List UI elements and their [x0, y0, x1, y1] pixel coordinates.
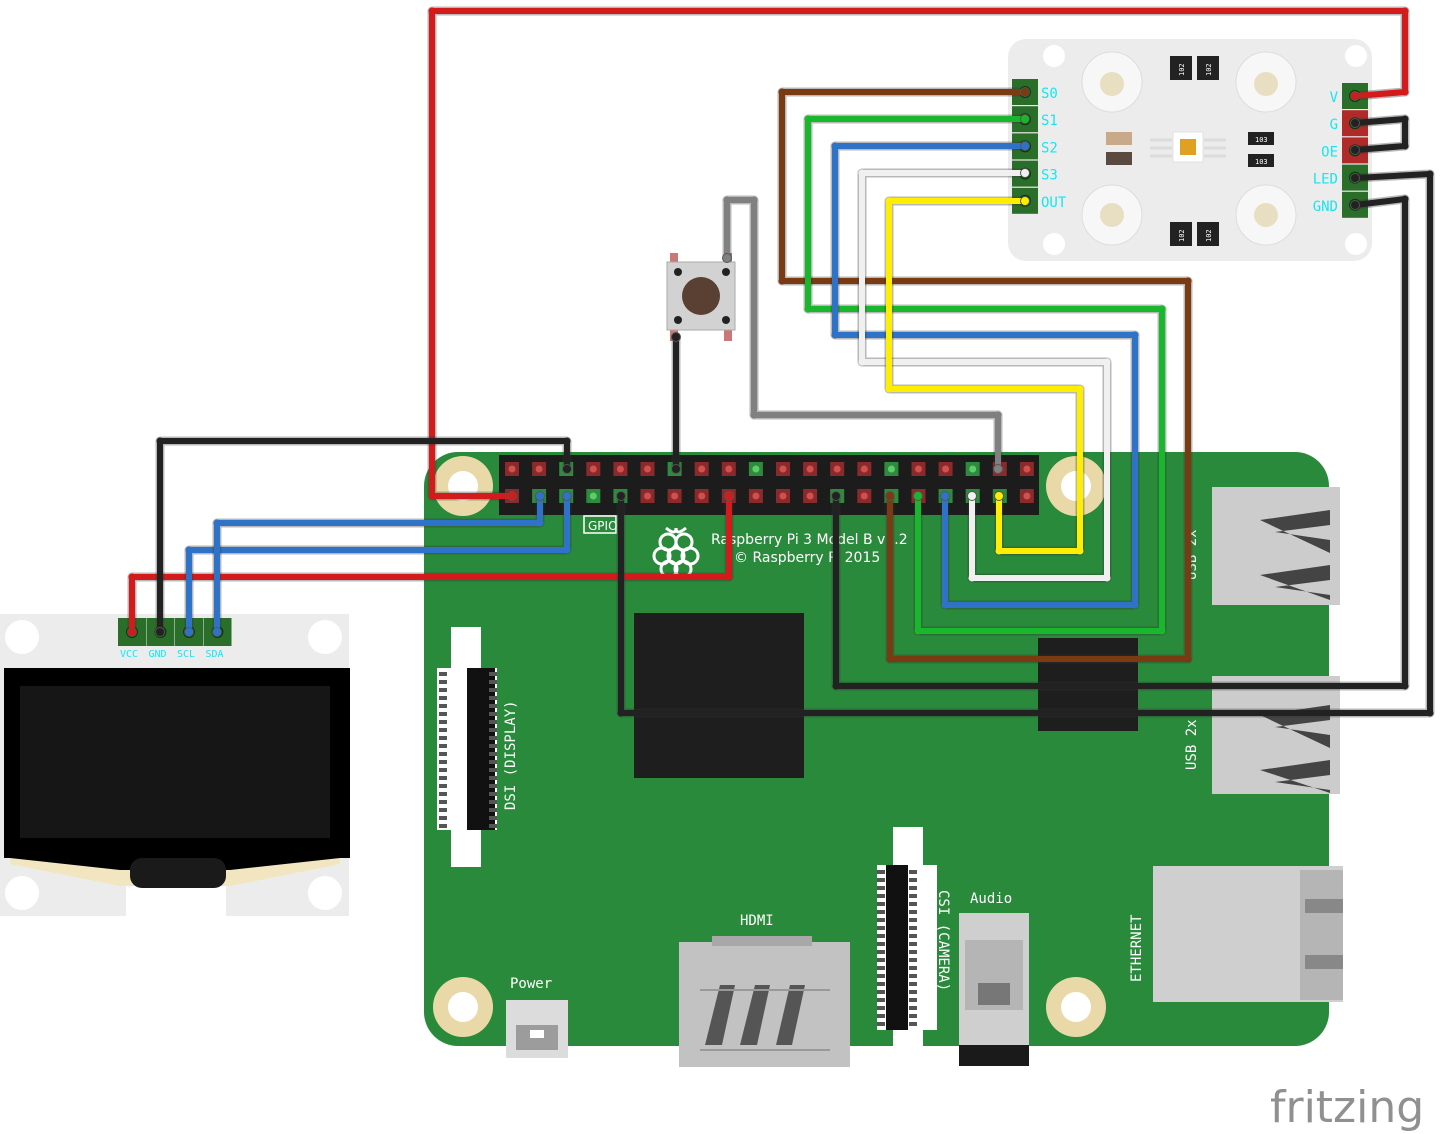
- hdmi-port[interactable]: [679, 936, 850, 1067]
- mounting-hole-icon: [433, 977, 493, 1037]
- pi-pcb: [424, 452, 1329, 1046]
- white-led-icon: [1235, 51, 1297, 113]
- mounting-hole-icon: [1046, 456, 1106, 516]
- svg-text:102: 102: [1205, 63, 1213, 76]
- resistor: 102: [1170, 56, 1192, 80]
- gpio-label: GPIO: [588, 519, 618, 533]
- white-led-icon: [1081, 184, 1143, 246]
- pi-model-label: Raspberry Pi 3 Model B v1.2: [711, 532, 908, 548]
- svg-text:103: 103: [1255, 158, 1268, 166]
- wire-black-oled-gnd[interactable]: [157, 438, 570, 635]
- fritzing-logo: fritzing: [1270, 1082, 1424, 1133]
- sensor-pin-label-g: G: [1330, 117, 1338, 133]
- sensor-pin-label-gnd-right: GND: [1313, 199, 1338, 215]
- svg-text:102: 102: [1205, 229, 1213, 242]
- power-label: Power: [510, 976, 552, 992]
- capacitor: [1106, 132, 1132, 145]
- raspberry-pi-board[interactable]: GPIO Raspberry Pi 3 Model B v1.2 © Raspb…: [424, 452, 1343, 1067]
- usb-port-2[interactable]: [1212, 676, 1340, 794]
- pi-copyright-label: © Raspberry Pi 2015: [734, 550, 880, 566]
- svg-text:103: 103: [1255, 136, 1268, 144]
- ethernet-port[interactable]: [1153, 866, 1343, 1002]
- soc-chip: [634, 613, 804, 778]
- sensor-pin-label-s0: S0: [1041, 86, 1058, 102]
- capacitor: [1106, 152, 1132, 165]
- sensor-pin-label-s1: S1: [1041, 113, 1058, 129]
- oled-pin-label-scl: SCL: [177, 649, 195, 660]
- sensor-pin-label-led: LED: [1313, 172, 1338, 188]
- oled-pin-label-vcc: VCC: [120, 649, 138, 660]
- sensor-pin-label-s3: S3: [1041, 168, 1058, 184]
- color-sensor-module[interactable]: 102 102 102 102 103 103: [1008, 39, 1372, 261]
- wire-blue-oled-sda[interactable]: [214, 493, 543, 635]
- wire-blue-oled-scl[interactable]: [186, 493, 570, 635]
- resistor: 102: [1197, 56, 1219, 80]
- usb-label-2: USB 2x: [1184, 719, 1200, 770]
- wire-red-sensor-vcc[interactable]: [429, 8, 1408, 499]
- wire-gray-button[interactable]: [724, 197, 1001, 472]
- oled-pin-label-gnd: GND: [149, 649, 167, 660]
- sensor-chip-icon: [1150, 131, 1226, 163]
- sensor-pin-label-s2: S2: [1041, 140, 1058, 156]
- wire-red-oled-vcc[interactable]: [129, 493, 732, 635]
- csi-connector[interactable]: [877, 827, 937, 1047]
- sensor-pin-label-out: OUT: [1041, 195, 1067, 211]
- svg-text:102: 102: [1178, 63, 1186, 76]
- white-led-icon: [1235, 184, 1297, 246]
- wire-black-g-oe[interactable]: [1352, 116, 1408, 153]
- mounting-hole-icon: [1046, 977, 1106, 1037]
- svg-text:102: 102: [1178, 229, 1186, 242]
- raspberry-logo-icon: [652, 526, 700, 579]
- audio-label: Audio: [970, 891, 1012, 907]
- audio-jack[interactable]: [959, 913, 1029, 1066]
- resistor: 103: [1248, 132, 1274, 145]
- sensor-pin-label-v: V: [1330, 90, 1339, 106]
- resistor: 103: [1248, 154, 1274, 167]
- usb-port-1[interactable]: [1212, 487, 1340, 605]
- hdmi-label: HDMI: [740, 913, 774, 929]
- resistor: 102: [1197, 222, 1219, 246]
- power-port[interactable]: [506, 1000, 568, 1058]
- gpio-label-box: [583, 515, 617, 534]
- dsi-connector[interactable]: [437, 627, 497, 867]
- white-led-icon: [1081, 51, 1143, 113]
- push-button[interactable]: [666, 253, 736, 341]
- resistor: 102: [1170, 222, 1192, 246]
- oled-pin-label-sda: SDA: [206, 649, 224, 660]
- csi-label: CSI (CAMERA): [935, 890, 951, 991]
- ethernet-label: ETHERNET: [1129, 914, 1145, 982]
- wire-endpoints: [127, 7, 1434, 717]
- mounting-hole-icon: [433, 456, 493, 516]
- dsi-label: DSI (DISPLAY): [503, 700, 519, 810]
- gpio-header: [499, 455, 1039, 515]
- hdmi-connector-icon: [705, 985, 805, 1045]
- button-cap-icon[interactable]: [682, 277, 720, 315]
- sensor-pin-label-oe: OE: [1321, 144, 1338, 160]
- oled-display-module[interactable]: [0, 614, 350, 916]
